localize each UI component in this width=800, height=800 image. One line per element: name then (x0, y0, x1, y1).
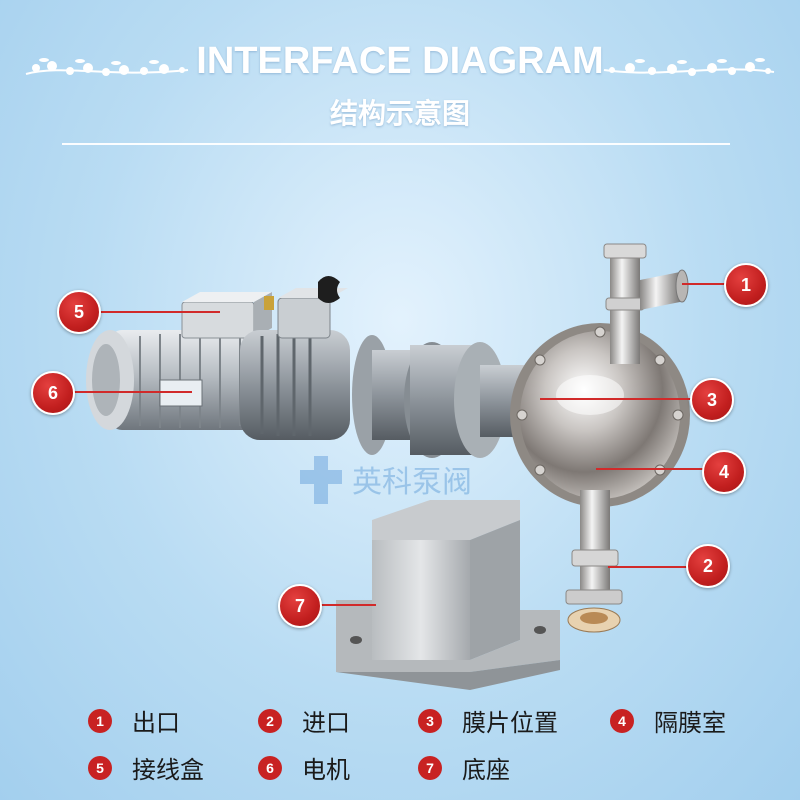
base-stand (336, 500, 560, 690)
legend-number-5: 5 (88, 755, 112, 780)
junction-box (181, 292, 272, 339)
outlet-pipe (603, 243, 689, 364)
legend: 1 出口 2 进口 3 膜片位置 4 隔膜室 5 接线盒 6 电机 7 底座 (0, 690, 800, 800)
legend-number-3: 3 (418, 708, 442, 733)
legend-label-junction-box: 接线盒 (132, 756, 204, 784)
legend-label-base: 底座 (462, 756, 510, 784)
watermark-logo-icon (300, 456, 342, 504)
legend-item-5: 5 接线盒 (88, 750, 204, 785)
callout-badge-6: 6 (31, 371, 75, 415)
reducer (240, 276, 350, 440)
title-divider (62, 143, 730, 145)
leader-line-5 (80, 311, 220, 313)
leader-line-4 (596, 468, 712, 470)
watermark-text: 英科泵阀 (352, 465, 472, 500)
legend-item-3: 3 膜片位置 (418, 703, 558, 738)
leader-line-3 (540, 398, 710, 400)
leader-line-1 (682, 283, 744, 285)
callout-badge-7: 7 (278, 584, 322, 628)
legend-label-diaphragm-chamber: 隔膜室 (654, 709, 726, 737)
leader-line-2 (608, 566, 708, 568)
callout-badge-2: 2 (686, 544, 730, 588)
legend-number-2: 2 (258, 708, 282, 733)
pump-illustration: 英科泵阀 (86, 243, 690, 690)
floral-ornament-right-icon (603, 58, 775, 76)
leader-line-6 (62, 391, 192, 393)
legend-item-1: 1 出口 (88, 703, 180, 738)
legend-label-inlet: 进口 (302, 709, 350, 737)
title-english: INTERFACE DIAGRAM (196, 40, 604, 82)
leader-line-7 (304, 604, 376, 606)
legend-item-2: 2 进口 (258, 703, 350, 738)
callout-badge-3: 3 (690, 378, 734, 422)
pump-chamber (510, 323, 690, 507)
callout-badge-5: 5 (57, 290, 101, 334)
callout-badge-1: 1 (724, 263, 768, 307)
callout-badge-4: 4 (702, 450, 746, 494)
title-chinese: 结构示意图 (329, 97, 470, 130)
motor (86, 330, 255, 430)
legend-number-4: 4 (610, 708, 634, 733)
coupling-bracket (352, 335, 530, 458)
legend-item-7: 7 底座 (418, 750, 510, 785)
legend-label-motor: 电机 (302, 756, 350, 784)
legend-label-outlet: 出口 (132, 709, 180, 737)
inlet-pipe (565, 490, 623, 633)
legend-number-1: 1 (88, 708, 112, 733)
legend-number-7: 7 (418, 755, 442, 780)
legend-label-diaphragm-position: 膜片位置 (462, 709, 558, 737)
legend-item-4: 4 隔膜室 (610, 703, 726, 738)
floral-ornament-left-icon (25, 58, 189, 76)
legend-item-6: 6 电机 (258, 750, 350, 785)
legend-number-6: 6 (258, 755, 282, 780)
